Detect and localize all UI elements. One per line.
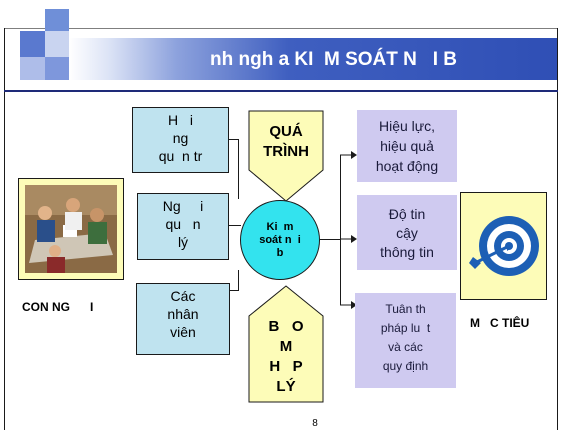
connector-line	[229, 225, 241, 226]
connector-line	[340, 155, 341, 305]
process-label: QUÁ TRÌNH	[263, 123, 309, 160]
connector-line	[238, 270, 239, 291]
goal-picture-frame	[460, 192, 547, 300]
connector-line	[229, 139, 239, 140]
objective-effectiveness: Hiệu lực, hiệu quả hoạt động	[357, 110, 457, 182]
process-chevron	[248, 110, 324, 202]
people-picture-frame	[18, 178, 124, 280]
connector-line	[230, 290, 239, 291]
objective-reliability: Độ tin cậy thông tin	[357, 195, 457, 270]
arrow-right-icon	[340, 235, 357, 243]
decor-square	[45, 9, 69, 31]
internal-control-circle: Ki m soát n i b	[240, 200, 320, 280]
slide-frame-top	[4, 28, 558, 29]
arrow-right-icon	[340, 151, 357, 159]
assurance-chevron	[248, 285, 324, 403]
connector-line	[238, 139, 239, 199]
input-managers: Ng i qu n lý	[137, 193, 229, 260]
input-board: H i ng qu n tr	[132, 107, 229, 173]
decor-square	[20, 31, 45, 57]
goal-label: M C TIÊU	[470, 316, 530, 330]
target-arrow-icon	[469, 216, 539, 276]
decor-square	[45, 57, 69, 80]
connector-line	[320, 239, 340, 240]
title-divider	[4, 90, 558, 92]
assurance-label: B O M H P LÝ	[268, 318, 304, 395]
decor-square	[20, 57, 45, 80]
decor-square	[45, 31, 69, 57]
internal-control-label: Ki m soát n i b	[259, 220, 301, 259]
input-staff: Các nhân viên	[136, 283, 230, 355]
title-bar	[69, 38, 557, 80]
people-label: CON NG I	[22, 300, 94, 314]
slide-title: nh ngh a KI M SOÁT N I B	[210, 49, 457, 70]
arrow-right-icon	[340, 301, 357, 309]
slide-frame-right	[557, 28, 558, 430]
page-number: 8	[312, 418, 318, 429]
objective-compliance: Tuân th pháp lu t và các quy định	[355, 293, 456, 388]
meeting-photo-icon	[25, 185, 117, 273]
slide-frame-left	[4, 28, 5, 430]
